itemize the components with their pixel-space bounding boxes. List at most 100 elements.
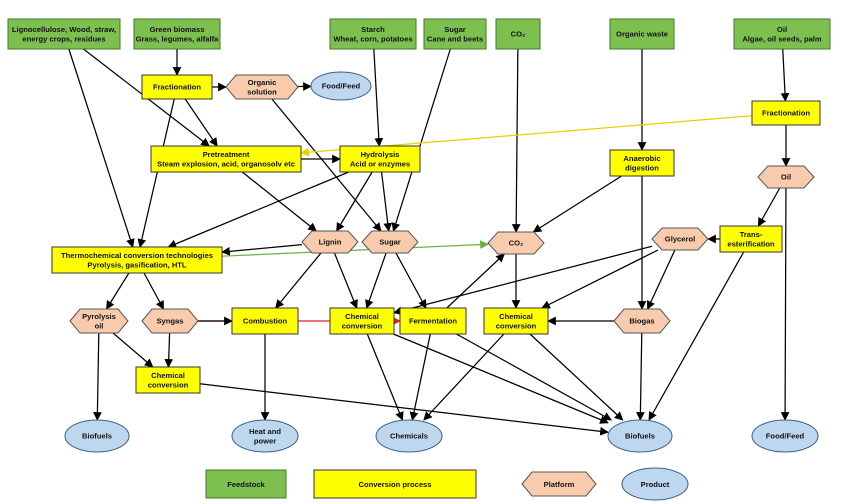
edge-ferment-to-co2p xyxy=(446,253,505,309)
edge-chemconv1-to-biofuels2 xyxy=(199,383,609,436)
node-label: Lignin xyxy=(319,238,342,247)
product-shape xyxy=(64,419,130,453)
node-foodfeed1: Food/Feed xyxy=(310,71,372,101)
product-shape xyxy=(375,419,443,453)
product-shape xyxy=(751,419,819,453)
edge-ferment-to-chemicals xyxy=(409,333,431,421)
node-label: Oil xyxy=(781,173,791,182)
feedstock-shape xyxy=(329,18,417,50)
edge-oilfs-to-fract2 xyxy=(780,48,790,102)
legend-item-platform: Platform xyxy=(521,471,597,497)
platform-shape xyxy=(613,308,671,334)
edge-thermo-to-co2p xyxy=(221,240,489,257)
node-transest: Trans-esterification xyxy=(719,225,783,253)
node-label: Chemicals xyxy=(390,432,428,441)
process-shape xyxy=(231,307,299,335)
process-shape xyxy=(141,74,213,100)
legend-swatch-platform xyxy=(521,471,597,497)
node-label: Fermentation xyxy=(409,317,457,326)
edge-sugarfs-to-sugarp xyxy=(391,48,451,232)
legend-label: Conversion process xyxy=(358,480,431,489)
platform-shape xyxy=(225,74,299,100)
edge-ferment-to-biofuels2 xyxy=(456,333,612,421)
platform-shape xyxy=(487,231,545,255)
edge-chemconv3-to-biofuels2 xyxy=(529,333,624,421)
node-biofuels2: Biofuels xyxy=(607,419,673,453)
process-shape xyxy=(150,145,302,173)
feedstock-shape xyxy=(133,18,221,50)
legend-item-product: Product xyxy=(621,467,689,501)
node-label: CO₂ xyxy=(511,30,526,39)
node-fract2: Fractionation xyxy=(751,100,821,126)
node-label: Sugar xyxy=(379,238,401,247)
node-label: Combustion xyxy=(243,317,288,326)
edge-glycerol-to-biogas xyxy=(646,249,676,310)
legend-label: Product xyxy=(641,480,670,489)
edge-fract1-to-thermo xyxy=(137,98,175,248)
node-biofuels1: Biofuels xyxy=(64,419,130,453)
node-orgwaste: Organic waste xyxy=(609,18,675,50)
legend-swatch-process xyxy=(313,469,477,499)
node-label: Food/Feed xyxy=(322,82,361,91)
process-shape xyxy=(399,307,467,335)
edge-anaer-to-co2p xyxy=(532,175,622,233)
node-label: Trans-esterification xyxy=(727,230,775,249)
node-label: CO₂ xyxy=(509,239,524,248)
process-shape xyxy=(339,145,421,173)
feedstock-shape xyxy=(609,18,675,50)
legend-swatch-feedstock xyxy=(205,469,287,499)
node-co2fs: CO₂ xyxy=(495,18,541,50)
feedstock-shape xyxy=(7,18,121,50)
product-shape xyxy=(231,419,299,453)
nodes-layer: Lignocellulose, Wood, straw,energy crops… xyxy=(7,18,831,453)
edge-fract1-to-pretreat xyxy=(184,98,218,147)
edge-oilp-to-foodfeed2 xyxy=(780,187,790,421)
edge-sugarp-to-ferment xyxy=(395,252,427,309)
node-label: Biogas xyxy=(629,317,654,326)
edge-lignin-to-combust xyxy=(275,252,322,309)
edge-starch-to-hydro xyxy=(373,48,384,147)
node-syngas: Syngas xyxy=(141,308,199,334)
process-shape xyxy=(483,307,549,335)
node-label: Biofuels xyxy=(82,432,112,441)
edge-orgsol-to-sugarp xyxy=(271,98,382,232)
edge-biogas-to-biofuels2 xyxy=(636,332,645,421)
node-label: Biofuels xyxy=(625,432,655,441)
node-co2p: CO₂ xyxy=(487,231,545,255)
edge-sugarp-to-chemconv2 xyxy=(365,252,387,309)
node-combust: Combustion xyxy=(231,307,299,335)
node-label: Organic waste xyxy=(616,30,668,39)
node-label: Food/Feed xyxy=(766,432,805,441)
node-lignin: Lignin xyxy=(301,230,359,254)
edge-chemconv2-to-chemicals xyxy=(366,333,404,421)
process-shape xyxy=(135,366,201,394)
node-sugarp: Sugar xyxy=(361,230,419,254)
node-ligno: Lignocellulose, Wood, straw,energy crops… xyxy=(7,18,121,50)
edge-thermo-to-pyroil xyxy=(105,272,130,310)
platform-shape xyxy=(361,230,419,254)
node-biogas: Biogas xyxy=(613,308,671,334)
process-shape xyxy=(719,225,783,253)
edge-glycerol-to-chemconv2 xyxy=(393,245,653,316)
edge-lignin-to-chemconv2 xyxy=(333,252,358,309)
